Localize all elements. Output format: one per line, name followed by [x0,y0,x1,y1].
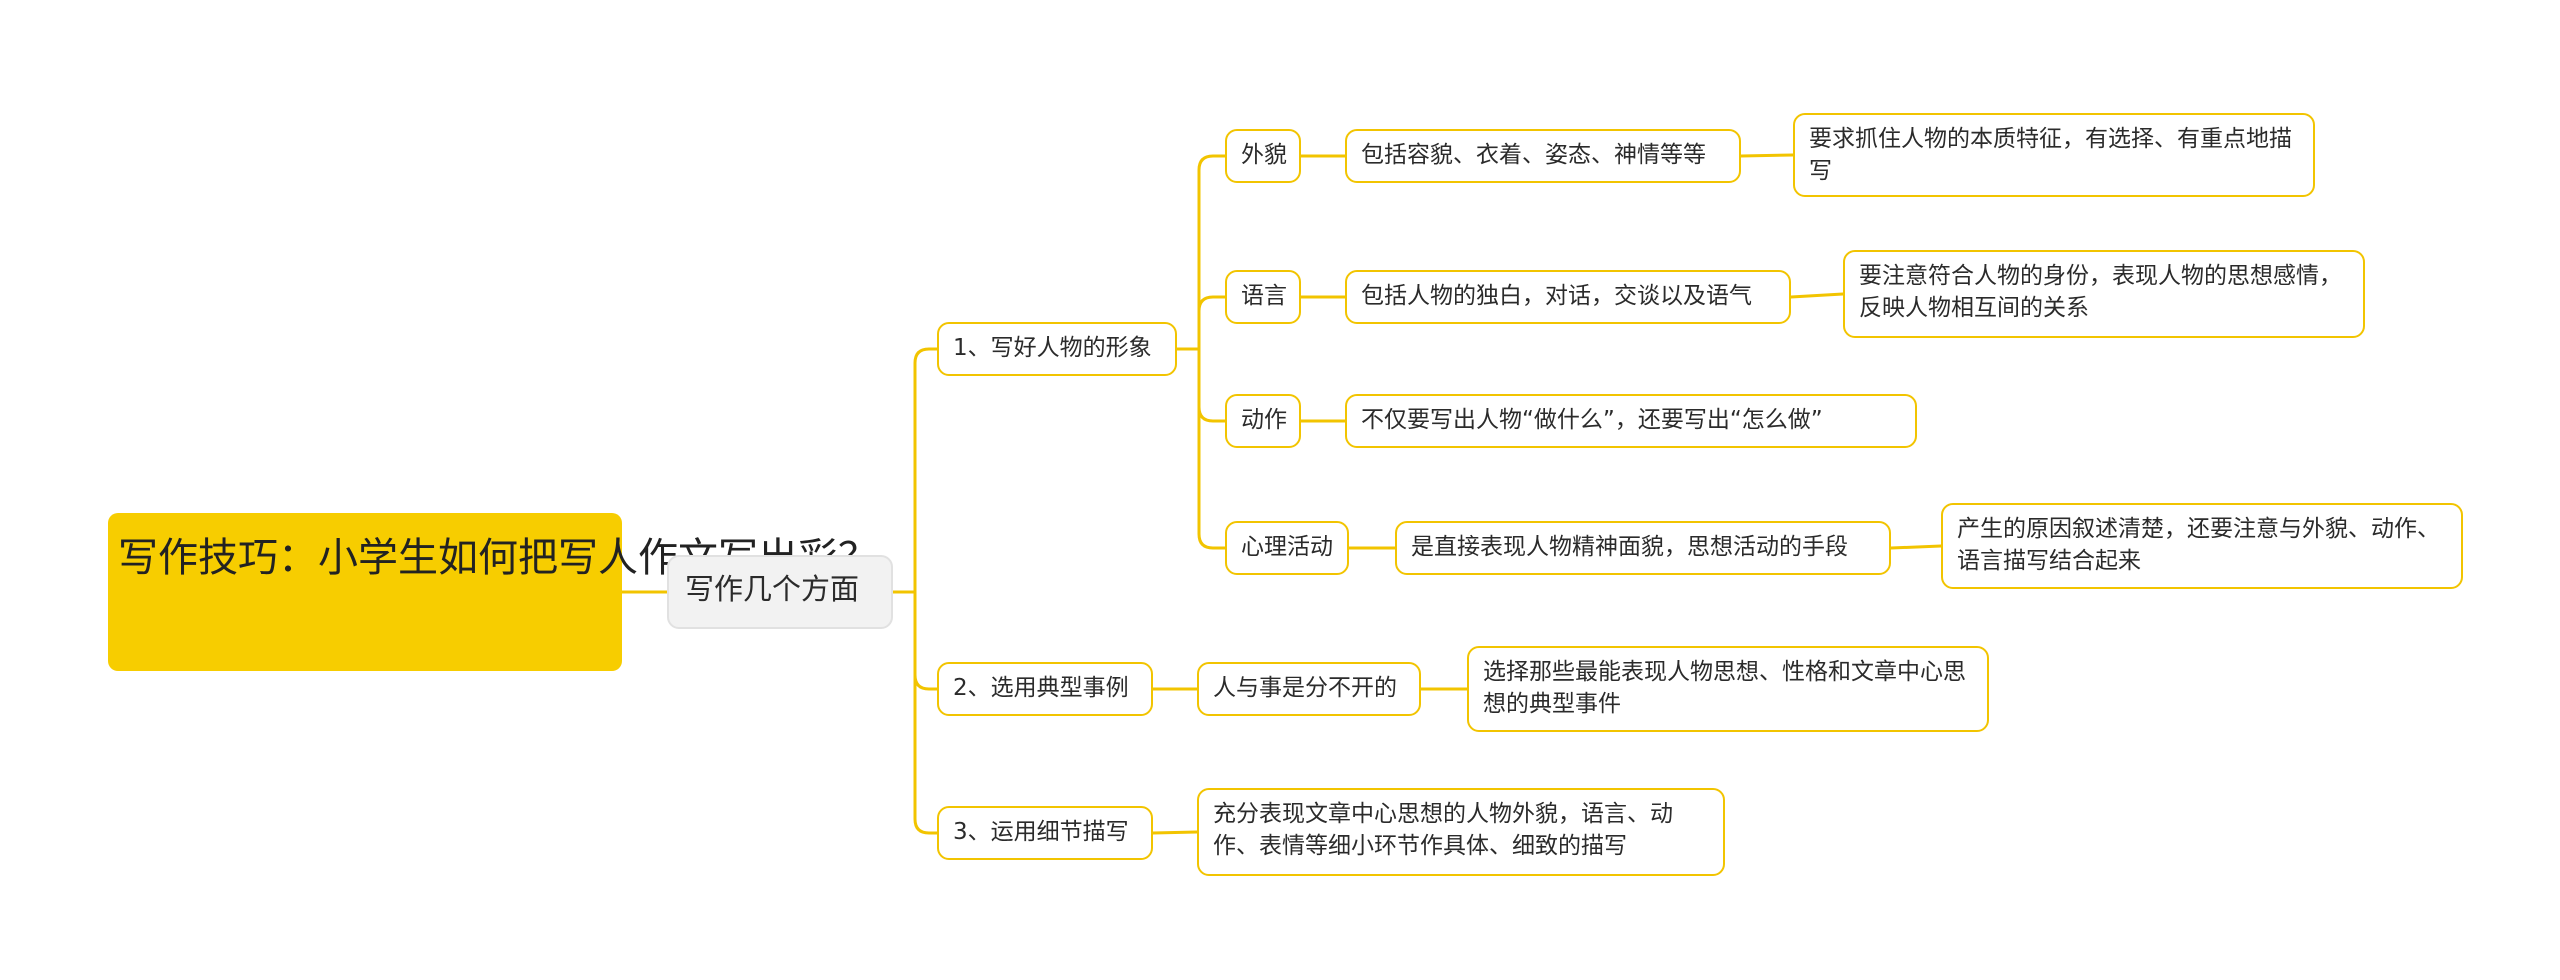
main-topic-label: 写作几个方面 [685,572,860,606]
branch-1-item-appearance-detail[interactable]: 包括容貌、衣着、姿态、神情等等 [1345,129,1741,183]
language-detail-text: 包括人物的独白，对话，交谈以及语气 [1361,283,1752,309]
connector-line [1789,292,1845,299]
branch-1-item-psychology-note[interactable]: 产生的原因叙述清楚，还要注意与外貌、动作、语言描写结合起来 [1941,503,2463,589]
branch-2-note-text: 选择那些最能表现人物思想、性格和文章中心思想的典型事件 [1483,659,1966,717]
branch-3-detail-text: 充分表现文章中心思想的人物外貌，语言、动作、表情等细小环节作具体、细致的描写 [1213,801,1673,859]
branch-1-item-language-note[interactable]: 要注意符合人物的身份，表现人物的思想感情，反映人物相互间的关系 [1843,250,2365,338]
branch-3[interactable]: 3、运用细节描写 [937,806,1153,860]
connector-line [1197,347,1227,423]
connector-line [1197,347,1227,550]
branch-2-label: 2、选用典型事例 [953,675,1129,701]
branch-1-item-action[interactable]: 动作 [1225,394,1301,448]
branch-1-item-appearance[interactable]: 外貌 [1225,129,1301,183]
branch-1[interactable]: 1、写好人物的形象 [937,322,1177,376]
branch-1-item-language[interactable]: 语言 [1225,270,1301,324]
appearance-label: 外貌 [1241,142,1287,168]
branch-1-label: 1、写好人物的形象 [953,335,1152,361]
language-note-text: 要注意符合人物的身份，表现人物的思想感情，反映人物相互间的关系 [1859,263,2342,321]
connector-line [1197,154,1227,351]
branch-1-item-appearance-note[interactable]: 要求抓住人物的本质特征，有选择、有重点地描写 [1793,113,2315,197]
connector-line [1151,830,1199,835]
action-detail-text: 不仅要写出人物“做什么”，还要写出“怎么做” [1361,407,1823,433]
language-label: 语言 [1241,283,1287,309]
branch-3-detail[interactable]: 充分表现文章中心思想的人物外貌，语言、动作、表情等细小环节作具体、细致的描写 [1197,788,1725,876]
psychology-detail-text: 是直接表现人物精神面貌，思想活动的手段 [1411,534,1848,560]
branch-2-note[interactable]: 选择那些最能表现人物思想、性格和文章中心思想的典型事件 [1467,646,1989,732]
branch-2[interactable]: 2、选用典型事例 [937,662,1153,716]
psychology-label: 心理活动 [1241,534,1333,560]
root-topic[interactable]: 写作技巧：小学生如何把写人作文写出彩？ [108,513,878,671]
connector-line [1197,295,1227,351]
branch-2-detail-text: 人与事是分不开的 [1213,675,1397,701]
main-topic[interactable]: 写作几个方面 [667,555,893,629]
branch-1-item-psychology[interactable]: 心理活动 [1225,521,1349,575]
psychology-note-text: 产生的原因叙述清楚，还要注意与外貌、动作、语言描写结合起来 [1957,516,2440,574]
branch-2-detail[interactable]: 人与事是分不开的 [1197,662,1421,716]
connector-line [913,590,939,691]
connector-line [1889,544,1943,550]
action-label: 动作 [1241,407,1287,433]
branch-1-item-psychology-detail[interactable]: 是直接表现人物精神面貌，思想活动的手段 [1395,521,1891,575]
branch-1-item-language-detail[interactable]: 包括人物的独白，对话，交谈以及语气 [1345,270,1791,324]
appearance-note-text: 要求抓住人物的本质特征，有选择、有重点地描写 [1809,126,2292,184]
appearance-detail-text: 包括容貌、衣着、姿态、神情等等 [1361,142,1706,168]
connector-line [913,590,939,835]
branch-3-label: 3、运用细节描写 [953,819,1129,845]
connector-line [913,347,939,594]
connector-line [1739,153,1795,158]
branch-1-item-action-detail[interactable]: 不仅要写出人物“做什么”，还要写出“怎么做” [1345,394,1917,448]
